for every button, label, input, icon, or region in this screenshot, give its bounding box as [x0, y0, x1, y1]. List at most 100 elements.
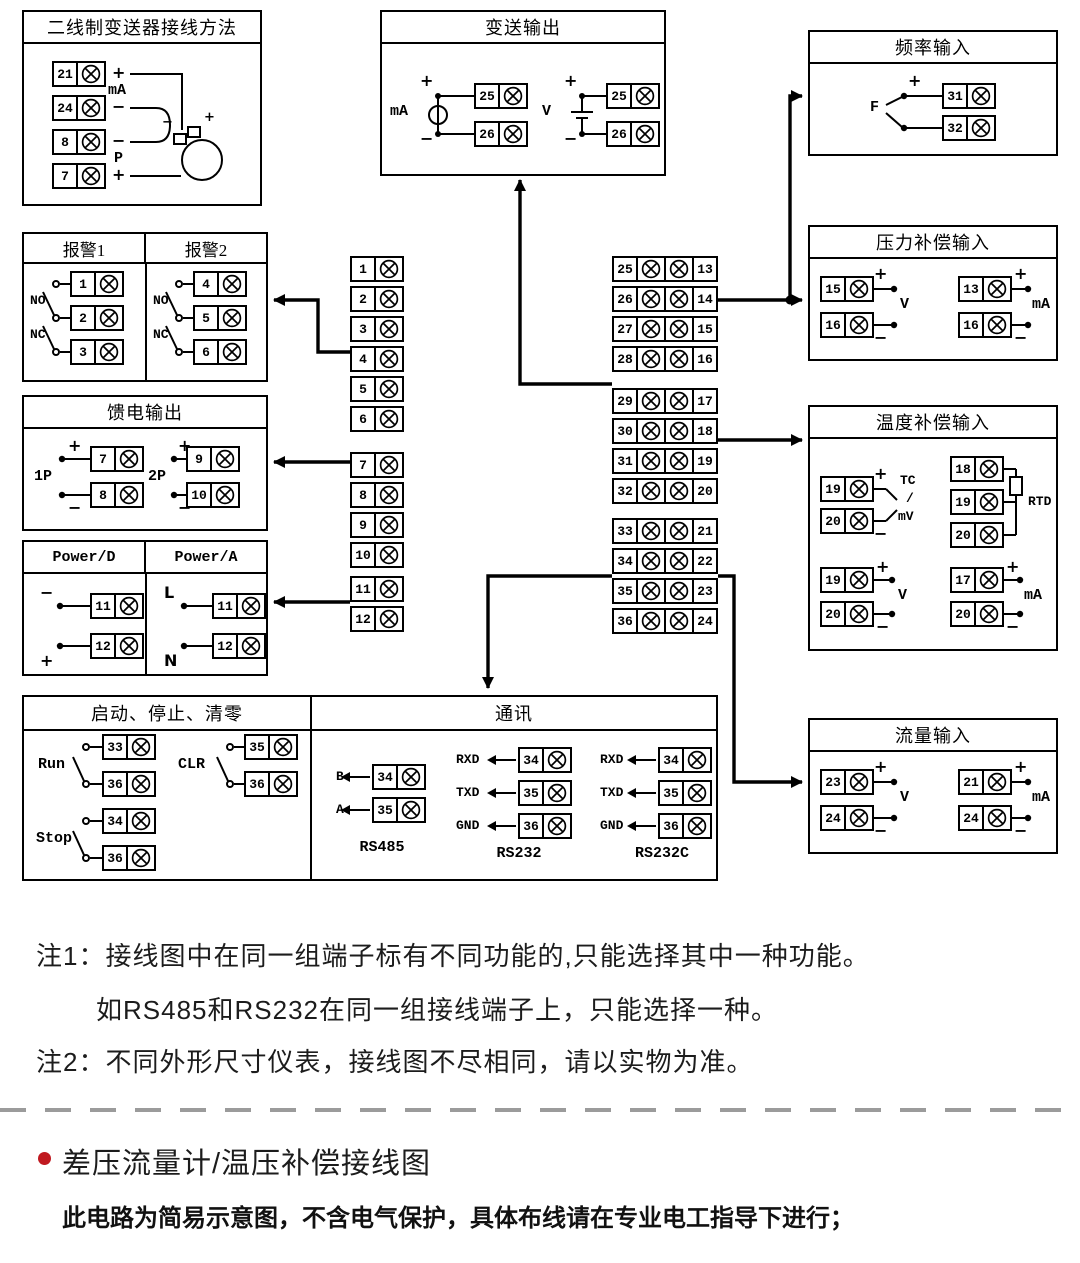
- terminal-pair: 7: [52, 163, 106, 189]
- terminal-screw-icon: [114, 633, 144, 659]
- clr-label: CLR: [178, 756, 206, 773]
- plus-sign: +: [908, 71, 922, 90]
- terminal-number: 28: [612, 346, 638, 372]
- center-terminal-row: 12: [350, 606, 404, 632]
- terminal-screw-icon: [966, 115, 996, 141]
- terminal-screw-icon: [982, 769, 1012, 795]
- terminal-screw-icon: [268, 771, 298, 797]
- polarity-sign: −: [112, 131, 126, 150]
- terminal-screw-icon: [974, 489, 1004, 515]
- polarity-sign: +: [112, 165, 126, 184]
- terminal-pair: 12: [90, 633, 144, 659]
- ma-label: mA: [1032, 789, 1051, 806]
- terminal-number: 21: [52, 61, 78, 87]
- terminal-number: 25: [606, 83, 632, 109]
- box-title: 温度补偿输入: [810, 407, 1056, 439]
- terminal-number: 18: [692, 418, 718, 444]
- terminal-number: 3: [70, 339, 96, 365]
- terminal-number: 1: [70, 271, 96, 297]
- terminal-screw-icon: [76, 95, 106, 121]
- terminal-number: 33: [102, 734, 128, 760]
- terminal-screw-icon: [982, 312, 1012, 338]
- terminal-screw-icon: [126, 808, 156, 834]
- section-heading: 差压流量计/温压补偿接线图: [62, 1148, 432, 1180]
- center-terminal-row: 6: [350, 406, 404, 432]
- terminal-screw-icon: [126, 771, 156, 797]
- terminal-screw-icon: [974, 522, 1004, 548]
- terminal-pair: 34: [102, 808, 156, 834]
- terminal-screw-icon: [76, 163, 106, 189]
- v-label: V: [900, 789, 910, 806]
- terminal-screw-icon: [664, 478, 694, 504]
- signal-label: RXD: [600, 752, 624, 767]
- terminal-pair: 5: [193, 305, 247, 331]
- terminal-screw-icon: [844, 508, 874, 534]
- temperature-input-box: 温度补偿输入 19 20 + − TC / mV 18 19 20 RTD 19…: [808, 405, 1058, 651]
- terminal-screw-icon: [664, 286, 694, 312]
- note-2-text: 不同外形尺寸仪表，接线图不尽相同，请以实物为准。: [105, 1047, 754, 1077]
- terminal-pair: 35: [658, 780, 712, 806]
- note-1-continued: 如RS485和RS232在同一组接线端子上，只能选择一种。: [96, 995, 778, 1025]
- no-contact-label: NO: [153, 293, 169, 308]
- p-label: P: [114, 150, 124, 167]
- terminal-number: 35: [658, 780, 684, 806]
- plus-sign: +: [420, 71, 434, 90]
- terminal-number: 11: [350, 576, 376, 602]
- terminal-pair: 34: [658, 747, 712, 773]
- terminal-pair: 21: [52, 61, 106, 87]
- terminal-number: 21: [692, 518, 718, 544]
- terminal-number: 8: [52, 129, 78, 155]
- terminal-number: 11: [90, 593, 116, 619]
- terminal-number: 14: [692, 286, 718, 312]
- terminal-screw-icon: [636, 256, 666, 282]
- tc-label: TC: [900, 473, 916, 488]
- terminal-number: 23: [820, 769, 846, 795]
- no-contact-label: NO: [30, 293, 46, 308]
- arrow-to-transmit-output: [514, 179, 612, 386]
- arrow-to-flow: [718, 574, 803, 788]
- transmitter-circle-icon: [181, 139, 223, 181]
- plus-sign: +: [1006, 557, 1020, 576]
- frequency-input-box: 频率输入 F + 31 32: [808, 30, 1058, 156]
- terminal-number: 18: [950, 456, 976, 482]
- terminal-screw-icon: [636, 346, 666, 372]
- terminal-screw-icon: [664, 346, 694, 372]
- terminal-pair: 36: [102, 845, 156, 871]
- terminal-screw-icon: [374, 316, 404, 342]
- minus-sign: −: [1006, 617, 1020, 636]
- minus-sign: −: [874, 328, 888, 347]
- current-source-icon: [428, 105, 448, 125]
- left-arrow-icon: [627, 755, 656, 765]
- signal-label: A: [336, 802, 344, 817]
- terminal-screw-icon: [630, 83, 660, 109]
- arrow-to-alarm: [273, 294, 350, 354]
- terminal-screw-icon: [974, 456, 1004, 482]
- terminal-number: 2: [70, 305, 96, 331]
- left-arrow-icon: [487, 821, 516, 831]
- plus-sign: +: [874, 757, 888, 776]
- terminal-number: 20: [820, 508, 846, 534]
- terminal-number: 13: [958, 276, 984, 302]
- terminal-pair: 24: [820, 805, 874, 831]
- terminal-pair: 8: [52, 129, 106, 155]
- terminal-screw-icon: [210, 446, 240, 472]
- nc-contact-label: NC: [153, 327, 169, 342]
- minus-sign: −: [1014, 328, 1028, 347]
- slash-label: /: [906, 491, 914, 506]
- terminal-pair: 20: [950, 601, 1004, 627]
- 1p-label: 1P: [34, 468, 53, 485]
- terminal-screw-icon: [114, 593, 144, 619]
- terminal-screw-icon: [114, 446, 144, 472]
- terminal-screw-icon: [210, 482, 240, 508]
- mv-label: mV: [898, 509, 914, 524]
- terminal-number: 32: [612, 478, 638, 504]
- nc-contact-label: NC: [30, 327, 46, 342]
- terminal-pair: 25: [606, 83, 660, 109]
- arrow-to-comm: [482, 574, 612, 689]
- note-1-text: 接线图中在同一组端子标有不同功能的,只能选择其中一种功能。: [105, 941, 870, 971]
